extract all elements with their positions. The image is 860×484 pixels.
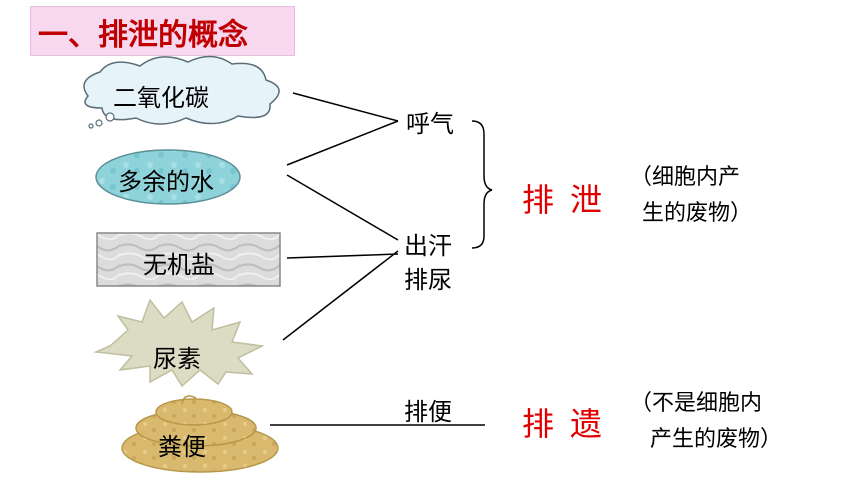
excretion-note-line2: 生的废物） bbox=[642, 201, 753, 226]
salt-label: 无机盐 bbox=[143, 251, 215, 279]
urea-burst-shape bbox=[93, 298, 265, 388]
urea-label: 尿素 bbox=[153, 345, 201, 373]
water-label: 多余的水 bbox=[118, 168, 214, 196]
water-ellipse-shape bbox=[95, 149, 241, 205]
co2-label: 二氧化碳 bbox=[113, 84, 209, 112]
excretion-note: （细胞内产 生的废物） bbox=[630, 160, 752, 232]
line-salt-sweat bbox=[286, 253, 399, 259]
egestion-note: （不是细胞内 产生的废物） bbox=[630, 386, 782, 458]
feces-pile-shape bbox=[121, 395, 279, 473]
egestion-label: 排遗 bbox=[522, 405, 619, 443]
brace-shape bbox=[471, 120, 493, 249]
defecate-label: 排便 bbox=[404, 398, 452, 426]
excretion-note-line1: （细胞内产 bbox=[630, 165, 741, 190]
excretion-label: 排泄 bbox=[522, 181, 619, 219]
line-urea-sweat bbox=[282, 250, 399, 341]
feces-label: 粪便 bbox=[158, 433, 206, 461]
line-water-breathe bbox=[286, 120, 399, 166]
page-title: 一、排泄的概念 bbox=[38, 18, 248, 53]
line-co2-breathe bbox=[292, 92, 399, 122]
egestion-note-line2: 产生的废物） bbox=[650, 427, 783, 452]
salt-rect-shape bbox=[96, 232, 281, 287]
line-water-sweat bbox=[286, 174, 399, 241]
title-box bbox=[30, 6, 295, 56]
egestion-note-line1: （不是细胞内 bbox=[630, 391, 763, 416]
co2-cloud-shape bbox=[83, 55, 280, 129]
urine-label: 排尿 bbox=[404, 266, 452, 294]
breathe-label: 呼气 bbox=[406, 110, 454, 138]
sweat-label: 出汗 bbox=[404, 232, 452, 260]
